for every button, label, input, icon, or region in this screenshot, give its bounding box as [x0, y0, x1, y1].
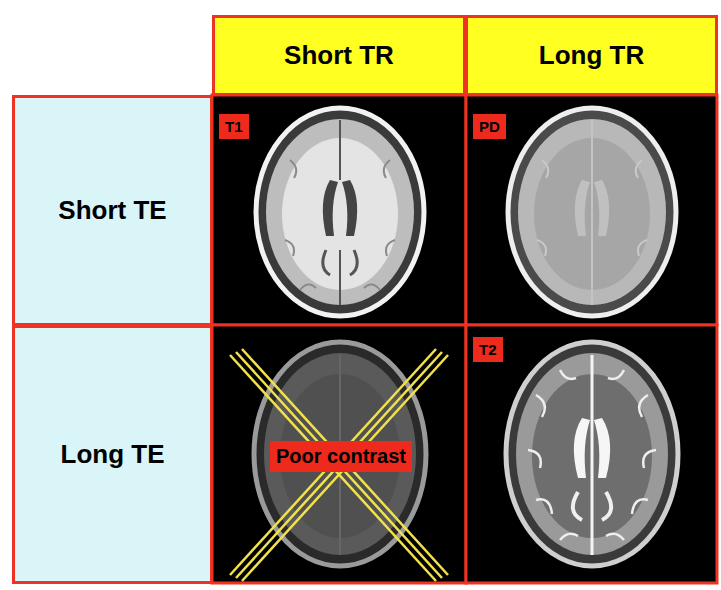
label-text: T1: [225, 118, 243, 135]
t1-brain: [256, 108, 424, 316]
label-text: Short TR: [284, 40, 394, 71]
pd-brain: [508, 108, 676, 316]
row-header: Short TE: [12, 95, 213, 326]
image-panel: [212, 325, 466, 583]
label-text: Poor contrast: [276, 445, 406, 468]
sequence-tag: PD: [473, 114, 506, 139]
sequence-tag: T2: [473, 337, 503, 362]
sequence-tag: T1: [219, 114, 249, 139]
image-panel: [212, 95, 466, 325]
row-header: Long TE: [12, 325, 213, 584]
t2-brain: [506, 342, 678, 566]
column-header: Short TR: [212, 15, 466, 96]
label-text: Short TE: [58, 195, 166, 226]
warning-label: Poor contrast: [270, 441, 412, 472]
image-panel: [466, 95, 717, 325]
cross-out-mark: [230, 349, 448, 581]
column-header: Long TR: [465, 15, 718, 96]
label-text: T2: [479, 341, 497, 358]
image-panel: [466, 325, 717, 583]
label-text: Long TR: [539, 40, 644, 71]
label-text: Long TE: [61, 439, 165, 470]
label-text: PD: [479, 118, 500, 135]
